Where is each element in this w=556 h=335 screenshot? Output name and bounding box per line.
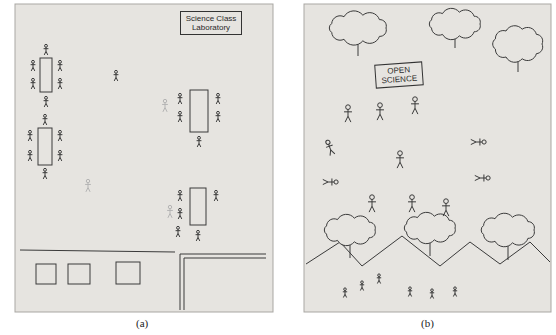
stick-figure bbox=[471, 138, 486, 145]
stick-figure bbox=[85, 179, 91, 191]
tree-crown bbox=[481, 213, 534, 247]
cabinet bbox=[68, 264, 90, 284]
tree-crown bbox=[324, 214, 375, 245]
stick-figure bbox=[178, 111, 183, 122]
lab-table bbox=[40, 58, 52, 92]
stick-figure bbox=[442, 199, 450, 216]
stick-figure bbox=[178, 208, 183, 219]
panel-label: (b) bbox=[421, 317, 434, 329]
stick-figure bbox=[411, 97, 419, 114]
stick-figure bbox=[43, 168, 48, 179]
panel-label: (a) bbox=[136, 317, 148, 329]
tree-crown bbox=[329, 11, 386, 45]
tree-crown bbox=[429, 8, 480, 39]
sign-box: OPEN SCIENCE bbox=[374, 61, 424, 89]
stick-figure bbox=[31, 60, 36, 71]
stick-figure bbox=[58, 60, 63, 71]
sign-text: Science Class Laboratory bbox=[184, 14, 238, 32]
stick-figure bbox=[44, 96, 49, 107]
tree-crown bbox=[404, 212, 455, 243]
stick-figure bbox=[396, 151, 404, 168]
stick-figure bbox=[368, 195, 376, 212]
stick-figure bbox=[360, 281, 364, 291]
sign-text: OPEN SCIENCE bbox=[378, 65, 419, 86]
sign-box: Science Class Laboratory bbox=[180, 11, 242, 35]
photo-a bbox=[15, 4, 273, 312]
stick-figure bbox=[323, 178, 338, 185]
door-frame bbox=[184, 258, 266, 310]
stick-figure bbox=[343, 288, 347, 298]
stick-figure bbox=[176, 226, 181, 237]
cabinet bbox=[116, 262, 140, 284]
stick-figure bbox=[28, 130, 33, 141]
stick-figure bbox=[475, 174, 490, 181]
stick-figure bbox=[58, 78, 63, 89]
stick-figure bbox=[408, 195, 416, 212]
stick-figure bbox=[196, 230, 201, 241]
photo-b bbox=[304, 4, 551, 312]
stick-figure bbox=[178, 93, 183, 104]
stick-figure bbox=[31, 78, 36, 89]
door-frame bbox=[180, 254, 266, 310]
stick-figure bbox=[344, 105, 352, 122]
stick-figure bbox=[162, 99, 168, 111]
stick-figure bbox=[430, 289, 434, 299]
stick-figure bbox=[43, 114, 48, 125]
stick-figure bbox=[44, 44, 49, 55]
stick-figure bbox=[216, 93, 221, 104]
stick-figure bbox=[197, 136, 202, 147]
stick-figure bbox=[58, 130, 63, 141]
cabinet bbox=[36, 264, 56, 284]
stick-figure bbox=[114, 70, 119, 81]
stick-figure bbox=[167, 205, 173, 217]
tree-crown bbox=[493, 26, 543, 63]
stick-figure bbox=[216, 111, 221, 122]
lab-table bbox=[190, 90, 208, 132]
stick-figure bbox=[28, 150, 33, 161]
stick-figure bbox=[408, 287, 412, 297]
lab-table bbox=[190, 188, 206, 225]
stick-figure bbox=[377, 274, 381, 284]
counter-line bbox=[20, 250, 175, 252]
stick-figure bbox=[214, 190, 219, 201]
stick-figure bbox=[58, 150, 63, 161]
stick-figure bbox=[376, 103, 384, 120]
lab-table bbox=[38, 128, 52, 165]
stick-figure bbox=[453, 287, 457, 297]
stick-figure bbox=[178, 190, 183, 201]
stick-figure bbox=[324, 139, 336, 156]
